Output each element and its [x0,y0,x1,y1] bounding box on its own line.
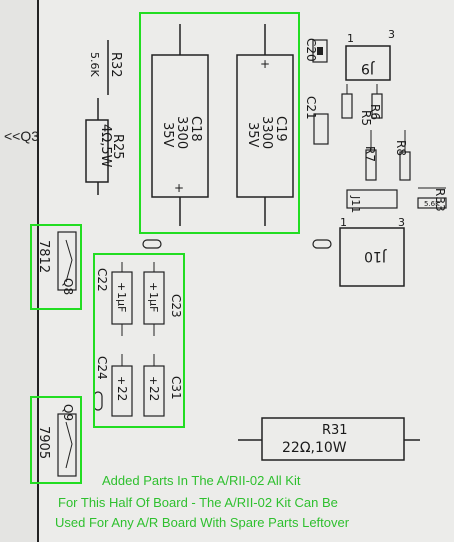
r7-ref: R7 [363,146,377,162]
c18-value: 3300 [174,116,189,149]
highlight-q9 [30,396,82,484]
r33-value: 5.6K [424,200,440,208]
highlight-c18-c19 [139,12,300,234]
c24-capacitor: + 22 C24 [95,354,133,417]
c20-capacitor: C20 [304,38,328,63]
c24-value: 22 [115,386,129,401]
r32-value: 5.6K [88,52,101,77]
q8-ref: Q8 [61,278,75,295]
j9-ref: J9 [361,60,375,76]
board-edge-strip [0,0,38,542]
r7-resistor: R7 [363,146,377,181]
c19-voltage: 35V [245,122,260,148]
c23-ref: C23 [169,294,183,318]
q8-regulator: 7812 Q8 [36,231,77,295]
r25-resistor: 4Ω,5W R25 [85,98,125,195]
c21-capacitor: C21 [304,96,329,145]
c18-ref: C18 [188,116,203,142]
j11-connector: J11 [346,189,398,213]
highlight-c22-c31 [93,253,185,428]
j11-ref: J11 [349,195,362,213]
r31-value: 22Ω,10W [282,440,347,456]
annotation-line-1: Added Parts In The A/RII-02 All Kit [102,473,301,488]
j9-pin-right: 3 [388,28,395,41]
c31-capacitor: + 22 C31 [143,354,183,417]
r25-ref: R25 [110,134,125,160]
r32-resistor: R32 5.6K [88,40,123,95]
j10-ref: J10 [364,248,387,264]
c31-polarity: + [147,376,160,385]
q9-regulator: 7905 Q9 [36,404,77,477]
r8-resistor: R8 [394,140,411,181]
r31-resistor: R31 22Ω,10W [238,417,420,461]
c22-ref: C22 [95,268,109,292]
j10-pin-right: 3 [398,216,405,229]
c19-capacitor: + C19 3300 35V [236,24,294,226]
r6-ref: R6 [368,104,382,120]
nav-link-q3[interactable]: <<Q3 [4,128,40,144]
r32-ref: R32 [108,52,123,78]
c31-value: 22 [147,386,161,401]
highlight-q8 [30,224,82,310]
c22-value: 1μF [115,292,128,312]
c23-value: 1μF [147,292,160,312]
r33-resistor: 5.6K R33 [417,187,447,212]
annotation-line-3: Used For Any A/R Board With Spare Parts … [55,515,350,530]
j9-pin-left: 1 [347,32,354,45]
c18-polarity: + [174,181,184,195]
c18-voltage: 35V [160,122,175,148]
q8-part: 7812 [36,240,51,273]
mounting-pads [93,239,332,411]
r5-ref: R5 [359,110,373,126]
c20-ref: C20 [304,38,318,62]
r25-value: 4Ω,5W [98,124,113,168]
c22-capacitor: + 1μF C22 [95,262,133,336]
c23-capacitor: + 1μF C23 [143,262,183,336]
q9-part: 7905 [36,426,51,459]
j10-connector: 1 3 J10 [339,216,405,287]
resistor-bank-traces [346,84,406,152]
r33-ref: R33 [433,188,447,212]
j9-connector: 1 3 J9 [345,28,395,81]
c18-capacitor: + C18 3300 35V [151,24,209,226]
c22-polarity: + [115,282,128,291]
c31-ref: C31 [169,376,183,400]
r8-ref: R8 [394,140,408,156]
c19-ref: C19 [273,116,288,142]
r6-resistor: R6 [368,93,383,120]
c19-value: 3300 [259,116,274,149]
c23-polarity: + [147,282,160,291]
c21-ref: C21 [304,96,318,120]
c19-polarity: + [260,57,270,71]
annotation-line-2: For This Half Of Board - The A/RII-02 Ki… [58,495,338,510]
j10-pin-left: 1 [340,216,347,229]
c24-polarity: + [115,376,128,385]
highlight-boxes [30,12,300,484]
q9-ref: Q9 [61,404,75,421]
c24-ref: C24 [95,356,109,380]
r31-ref: R31 [322,423,348,438]
